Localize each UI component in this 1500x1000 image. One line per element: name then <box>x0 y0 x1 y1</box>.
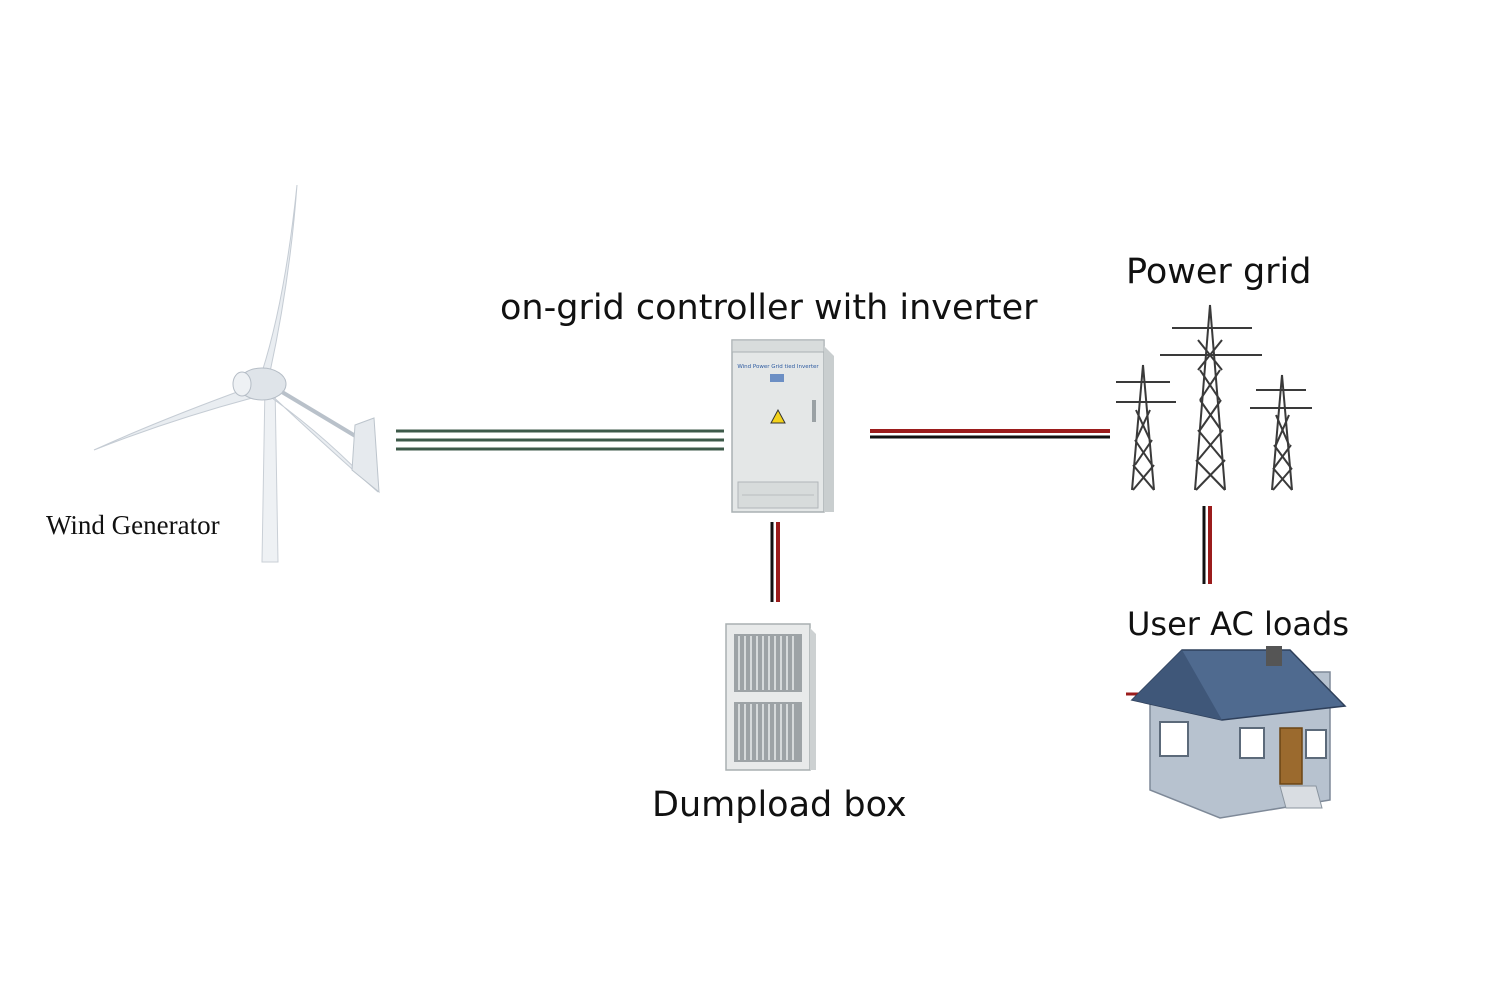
three-phase-cable <box>396 429 724 451</box>
dumpload-cable <box>770 522 780 602</box>
wind-generator-label: Wind Generator <box>46 510 220 540</box>
wind-turbine-icon <box>93 184 380 563</box>
cabinet-panel-text: Wind Power Grid tied Inverter <box>737 364 819 370</box>
dumpload-label: Dumpload box <box>652 785 907 825</box>
house-icon <box>1126 646 1347 819</box>
power-grid-label: Power grid <box>1126 252 1312 292</box>
transmission-towers-icon <box>1116 304 1312 491</box>
controller-cabinet-icon: Wind Power Grid tied Inverter <box>731 339 834 513</box>
loads-cable <box>1202 506 1212 584</box>
dumpload-box-icon <box>725 623 816 771</box>
controller-label: on-grid controller with inverter <box>500 288 1038 328</box>
user-loads-label: User AC loads <box>1127 605 1350 643</box>
grid-connection-cable <box>870 429 1110 439</box>
